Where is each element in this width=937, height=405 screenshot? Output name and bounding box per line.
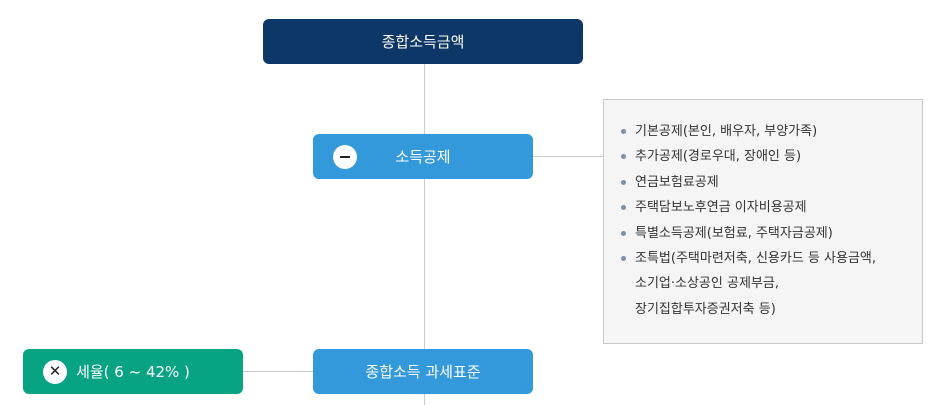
bullet-dot <box>621 256 626 262</box>
deduction-item-text: 장기집합투자증권저축 등) <box>635 301 776 317</box>
minus-circle-icon <box>333 144 357 169</box>
main-flow-connector <box>424 62 425 405</box>
times-circle-icon: ✕ <box>43 359 67 384</box>
deduction-item: 조특법(주택마련저축, 신용카드 등 사용금액, 소기업·소상공인 공제부금, 장기… <box>618 246 912 322</box>
deduction-item-text: 특별소득공제(보험료, 주택자금공제) <box>635 225 833 241</box>
total-income-label: 종합소득금액 <box>381 33 465 51</box>
bullet-dot <box>621 179 626 185</box>
deduction-items-list: 기본공제(본인, 배우자, 부양가족) 추가공제(경로우대, 장애인 등) 연금보험… <box>618 119 912 322</box>
deduction-item-text: 연금보험료공제 <box>635 174 719 190</box>
deduction-item-text: 조특법(주택마련저축, 신용카드 등 사용금액, <box>635 251 877 267</box>
deduction-item-text: 추가공제(경로우대, 장애인 등) <box>635 149 802 165</box>
bullet-dot <box>621 230 626 236</box>
deduction-item-text: 주택담보노후연금 이자비용공제 <box>635 200 807 216</box>
deduction-list-connector <box>532 156 604 157</box>
deduction-items-panel: 기본공제(본인, 배우자, 부양가족) 추가공제(경로우대, 장애인 등) 연금보험… <box>603 99 923 344</box>
bullet-dot <box>621 205 626 211</box>
deduction-item: 연금보험료공제 <box>618 170 912 195</box>
income-deduction-box: 소득공제 <box>313 134 533 179</box>
times-icon: ✕ <box>48 362 62 380</box>
deduction-item-text: 기본공제(본인, 배우자, 부양가족) <box>635 124 818 139</box>
deduction-item-text: 소기업·소상공인 공제부금, <box>635 276 779 292</box>
bullet-dot <box>621 154 626 160</box>
deduction-item: 특별소득공제(보험료, 주택자금공제) <box>618 221 912 246</box>
income-deduction-label: 소득공제 <box>395 148 451 166</box>
tax-base-label: 종합소득 과세표준 <box>365 363 481 381</box>
tax-rate-box: ✕ 세율( 6 ~ 42% ) <box>23 349 243 394</box>
deduction-item: 추가공제(경로우대, 장애인 등) <box>618 144 912 169</box>
deduction-item: 기본공제(본인, 배우자, 부양가족) <box>618 119 912 144</box>
bullet-dot <box>621 129 626 134</box>
tax-rate-label: 세율( 6 ~ 42% ) <box>76 363 190 381</box>
minus-icon <box>340 155 350 158</box>
tax-rate-connector <box>242 371 314 372</box>
deduction-item: 주택담보노후연금 이자비용공제 <box>618 195 912 220</box>
tax-base-box: 종합소득 과세표준 <box>313 349 533 394</box>
total-income-box: 종합소득금액 <box>263 19 583 64</box>
